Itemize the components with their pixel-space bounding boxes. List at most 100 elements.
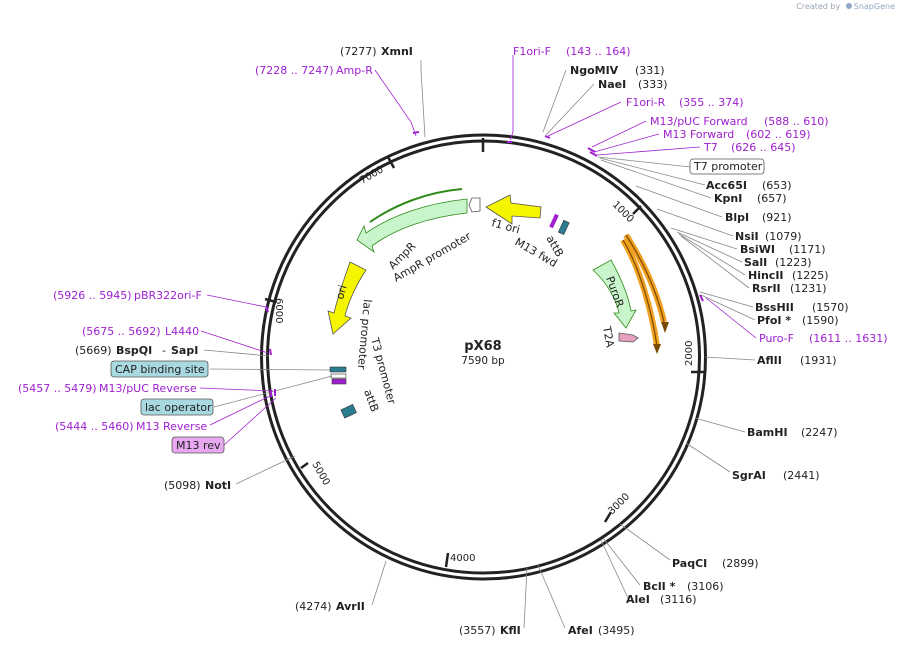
m13-fwd-box — [549, 213, 559, 229]
t2a-label: T2A — [600, 324, 617, 349]
created-by-text: Created by — [796, 2, 841, 11]
puro-orf-band-outer — [623, 233, 667, 323]
rsrii-name: RsrII — [752, 282, 781, 295]
xmni-connector — [420, 60, 426, 138]
pbr-mark — [265, 305, 269, 313]
m13-puc-rev-name: M13/pUC Reverse — [99, 382, 197, 395]
m13-fwd-connector — [593, 133, 660, 153]
ori-arrow — [327, 261, 367, 335]
nsii-pos: (1079) — [765, 230, 802, 243]
m13-fwd-name: M13 Forward — [663, 128, 734, 141]
puro-orf-band-inner — [625, 234, 665, 323]
sgrai-name: SgrAI — [732, 469, 766, 482]
tick-1000 — [632, 205, 642, 215]
bsshii-pos: (1570) — [812, 301, 849, 314]
snapgene-logo-icon — [845, 3, 852, 9]
acc65i-pos: (653) — [762, 179, 792, 192]
alei-pos: (3116) — [660, 593, 697, 606]
t7-name: T7 — [703, 141, 718, 154]
m13-rev-connector — [223, 397, 277, 446]
tick-label-3000: 3000 — [606, 491, 632, 517]
naei-pos: (333) — [638, 78, 668, 91]
lac-promoter-box — [329, 366, 347, 373]
noti-name: NotI — [205, 479, 231, 492]
bspqi-pos: (5669) — [75, 344, 112, 357]
t7-promoter-box — [689, 158, 765, 175]
m13-puc-fwd-range: (588 .. 610) — [764, 115, 829, 128]
amp-r-connector — [374, 69, 417, 137]
avrii-pos: (4274) — [295, 600, 332, 613]
amp-r-mark — [412, 131, 420, 134]
xmni-name: XmnI — [381, 45, 413, 58]
ampr-highlight-band — [369, 188, 463, 223]
m13-puc-fwd-name: M13/pUC Forward — [650, 115, 748, 128]
attb-bottom-box — [340, 404, 357, 419]
tick-label-5000: 5000 — [309, 460, 331, 488]
pbr322ori-f-connector — [206, 294, 267, 308]
paqci-connector — [619, 523, 671, 561]
t7-promoter-text: T7 promoter — [693, 160, 763, 173]
m13-rev-primer-connector — [209, 394, 273, 426]
tick-3000 — [603, 511, 613, 523]
sgrai-connector — [685, 442, 731, 473]
sali-name: SalI — [744, 256, 767, 269]
kpni-connector — [600, 159, 712, 199]
f1ori-r-connector — [547, 101, 622, 137]
aflii-connector — [704, 356, 756, 361]
m13-rev-range: (5444 .. 5460) — [55, 420, 134, 433]
puro-f-connector — [705, 297, 757, 339]
pbr322ori-f-range: (5926 .. 5945) — [53, 289, 132, 302]
t7-promoter-connector — [597, 156, 691, 168]
avrii-name: AvrII — [336, 600, 365, 613]
paqci-name: PaqCI — [672, 557, 707, 570]
cap-connector — [209, 368, 331, 371]
puro-orf-arrowhead-2 — [653, 344, 661, 354]
tick-5000 — [300, 461, 309, 470]
f1-ori-arrow — [485, 194, 542, 225]
tick-label-7000: 7000 — [358, 164, 386, 186]
f1-ori-label: f1 ori — [490, 216, 521, 236]
pbr322ori-f-name: pBR322ori-F — [134, 289, 202, 302]
ngomiv-connector — [542, 69, 567, 133]
bsiwi-name: BsiWI — [740, 243, 775, 256]
aflii-pos: (1931) — [800, 354, 837, 367]
acc65i-name: Acc65I — [706, 179, 747, 192]
paqci-pos: (2899) — [722, 557, 759, 570]
m13-puc-fwd-connector — [591, 120, 647, 148]
cap-binding-site-box — [110, 360, 209, 378]
primer-labels: (7228 .. 7247) Amp-R F1ori-F (143 .. 164… — [18, 45, 888, 433]
avrii-connector — [371, 560, 387, 606]
ampr-promoter-arrow — [468, 197, 481, 213]
ampr-arrow — [356, 198, 468, 254]
pfoi-connector — [700, 294, 756, 321]
ngomiv-name: NgoMIV — [570, 64, 619, 77]
bcli-connector — [602, 537, 641, 586]
lac-operator-box-label — [140, 398, 214, 416]
l4440-range: (5675 .. 5692) — [82, 325, 161, 338]
f1ori-r-range: (355 .. 374) — [679, 96, 744, 109]
m13-fwd-range: (602 .. 619) — [746, 128, 811, 141]
hincii-name: HincII — [748, 269, 784, 282]
acc65i-connector — [599, 157, 706, 186]
cap-binding-site-text: CAP binding site — [115, 363, 205, 376]
lac-promoter-label: lac promoter — [355, 299, 374, 371]
lac-operator-box — [330, 373, 347, 379]
afei-pos: (3495) — [598, 624, 635, 637]
tick-6000 — [264, 297, 277, 304]
noti-pos: (5098) — [164, 479, 201, 492]
sgrai-pos: (2441) — [783, 469, 820, 482]
f1ori-f-range: (143 .. 164) — [566, 45, 631, 58]
puro-f-range: (1611 .. 1631) — [809, 332, 888, 345]
m13-puc-rev-connector — [199, 387, 274, 392]
t7-connector — [596, 146, 701, 156]
ori-label: ori — [333, 284, 349, 301]
sali-connector — [676, 231, 743, 263]
sali-pos: (1223) — [775, 256, 812, 269]
position-ticks — [264, 138, 705, 568]
pfoi-pos: (1590) — [802, 314, 839, 327]
kfli-pos: (3557) — [459, 624, 496, 637]
blpi-pos: (921) — [762, 211, 792, 224]
naei-connector — [545, 83, 595, 136]
nsii-connector — [656, 208, 734, 237]
